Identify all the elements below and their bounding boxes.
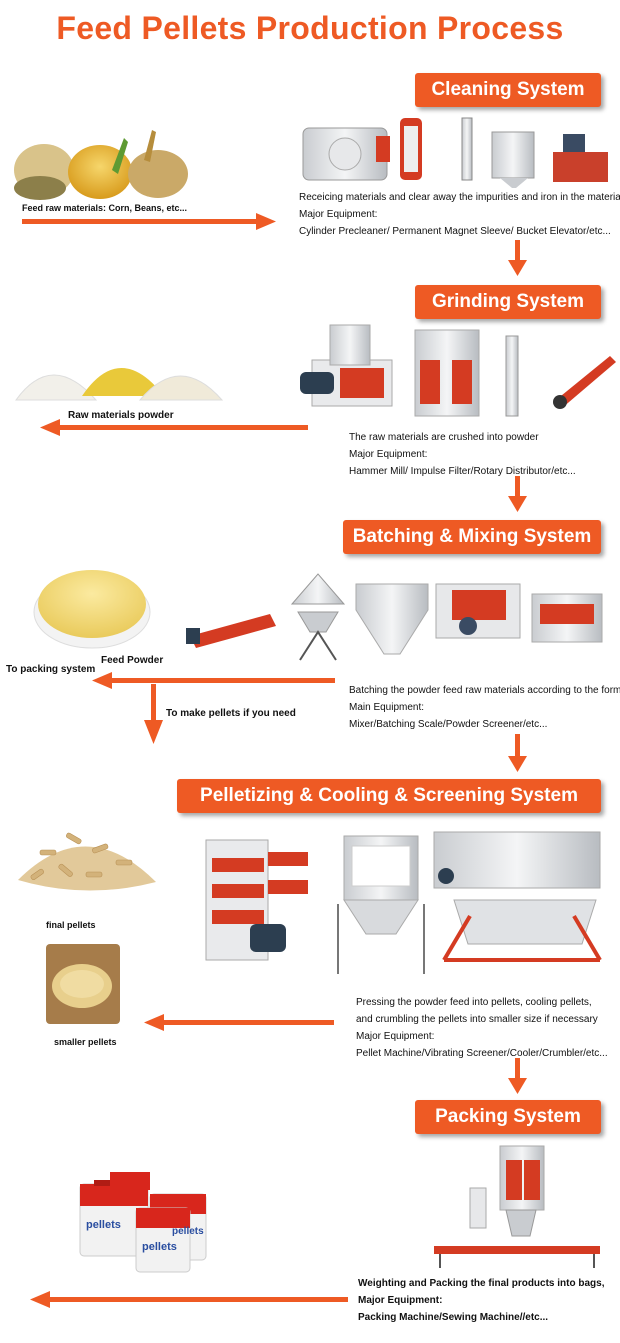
arrow-down-icon <box>508 476 527 512</box>
batching-desc-line: Mixer/Batching Scale/Powder Screener/etc… <box>349 719 548 730</box>
pelletizing-system-banner: Pelletizing & Cooling & Screening System <box>177 779 601 813</box>
pelletizing-desc-line: Pellet Machine/Vibrating Screener/Cooler… <box>356 1048 608 1059</box>
packing-desc-line: Weighting and Packing the final products… <box>358 1278 605 1289</box>
pelletizing-machines-image <box>205 831 602 974</box>
pelletizing-desc-line: Major Equipment: <box>356 1031 435 1042</box>
grinding-description: The raw materials are crushed into powde… <box>349 429 576 480</box>
raw-powder-image <box>15 368 224 401</box>
packing-desc-line: Packing Machine/Sewing Machine//etc... <box>358 1312 549 1323</box>
grinding-desc-line: Hammer Mill/ Impulse Filter/Rotary Distr… <box>349 466 576 477</box>
packing-desc-line: Major Equipment: <box>358 1295 443 1306</box>
cleaning-desc-line: Major Equipment: <box>299 209 378 220</box>
packing-system-banner: Packing System <box>415 1100 601 1134</box>
pelletizing-desc-line: and crumbling the pellets into smaller s… <box>356 1014 598 1025</box>
arrow-left-icon <box>40 419 308 436</box>
cleaning-desc-line: Cylinder Precleaner/ Permanent Magnet Sl… <box>299 226 611 237</box>
feed-powder-label: Feed Powder <box>101 655 164 666</box>
grinding-machines-image <box>300 324 616 417</box>
final-pellets-image <box>18 832 156 891</box>
cleaning-system-banner: Cleaning System <box>415 73 601 107</box>
cleaning-machines-image <box>302 117 608 188</box>
bag-text: pellets <box>142 1241 177 1253</box>
batching-desc-line: Main Equipment: <box>349 702 425 713</box>
arrow-left-icon <box>92 672 335 689</box>
batching-machines-image <box>186 573 603 661</box>
batching-description: Batching the powder feed raw materials a… <box>349 682 620 733</box>
pelletizing-desc-line: Pressing the powder feed into pellets, c… <box>356 997 592 1008</box>
grinding-desc-line: Major Equipment: <box>349 449 428 460</box>
batching-mixing-system-banner: Batching & Mixing System <box>343 520 601 554</box>
to-pellets-label: To make pellets if you need <box>166 708 296 719</box>
cleaning-desc-line: Receicing materials and clear away the i… <box>299 192 620 203</box>
grinding-desc-line: The raw materials are crushed into powde… <box>349 432 539 443</box>
arrow-down-icon <box>508 240 527 276</box>
bag-text: pellets <box>172 1226 204 1237</box>
raw-materials-image <box>14 130 188 200</box>
packing-description: Weighting and Packing the final products… <box>358 1275 605 1326</box>
arrow-down-icon <box>508 734 527 772</box>
grinding-system-banner: Grinding System <box>415 285 601 319</box>
smaller-pellets-label: smaller pellets <box>54 1037 117 1047</box>
to-packing-label: To packing system <box>6 664 96 675</box>
bag-text: pellets <box>86 1219 121 1231</box>
smaller-pellets-image <box>46 944 120 1024</box>
batching-desc-line: Batching the powder feed raw materials a… <box>349 685 620 696</box>
powder-label: Raw materials powder <box>68 410 174 421</box>
raw-materials-label: Feed raw materials: Corn, Beans, etc... <box>22 203 188 213</box>
feed-powder-image <box>33 570 151 649</box>
arrow-down-icon <box>508 1058 527 1094</box>
packing-machine-image <box>434 1145 600 1268</box>
arrow-left-icon <box>144 1014 334 1031</box>
arrow-right-icon <box>22 213 276 230</box>
pelletizing-description: Pressing the powder feed into pellets, c… <box>356 994 608 1062</box>
page-title: Feed Pellets Production Process <box>56 10 564 46</box>
final-pellets-label: final pellets <box>46 920 96 930</box>
pellet-bags-image <box>79 1172 207 1273</box>
arrow-down-icon <box>144 684 163 744</box>
arrow-left-icon <box>30 1291 348 1308</box>
cleaning-description: Receicing materials and clear away the i… <box>299 189 620 240</box>
